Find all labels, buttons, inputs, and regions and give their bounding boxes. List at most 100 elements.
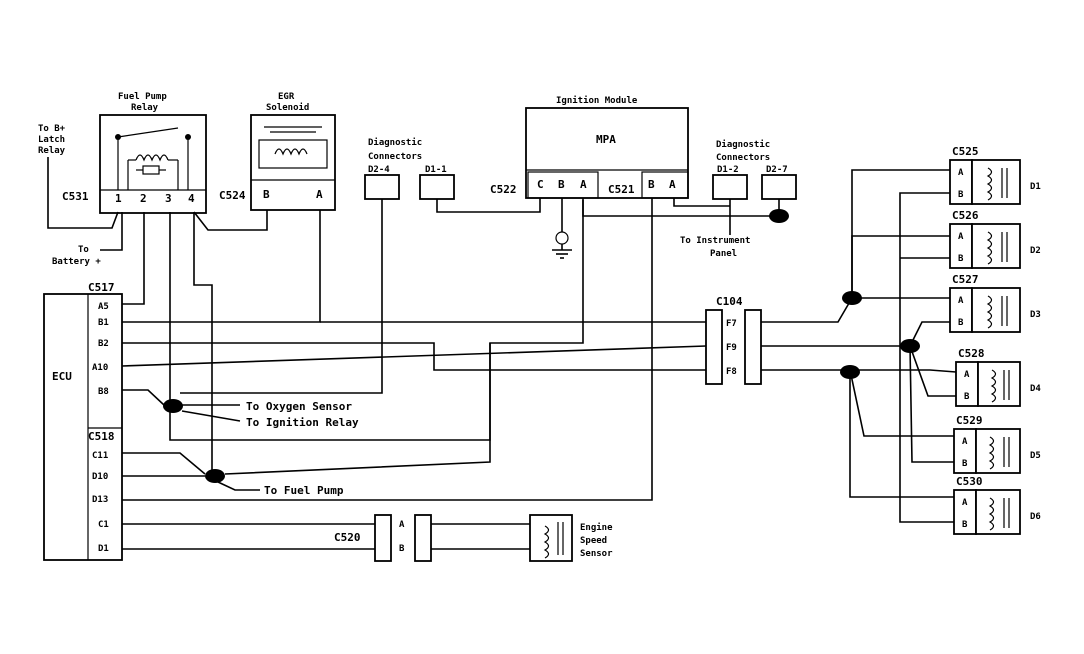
- c104-pin-f9: F9: [726, 343, 737, 353]
- c517-pin-a10: A10: [92, 363, 108, 373]
- injector-d2-label: D2: [1030, 246, 1041, 256]
- engine-speed-sensor: Engine Speed Sensor: [529, 514, 613, 562]
- connector-c521: C521: [608, 183, 635, 196]
- connector-c530: C530: [956, 475, 983, 488]
- d6-pin-b: B: [962, 520, 968, 530]
- c518-pin-c1: C1: [98, 520, 109, 530]
- connector-c518: C518: [88, 430, 115, 443]
- engine-speed-label-2: Speed: [580, 536, 607, 546]
- egr-label-2: Solenoid: [266, 102, 309, 113]
- c518-pin-d13: D13: [92, 495, 108, 505]
- diag2-label-1: Diagnostic: [716, 139, 770, 150]
- c517-pin-b8: B8: [98, 387, 109, 397]
- to-battery-label-2: Battery +: [52, 257, 101, 267]
- d3-pin-a: A: [958, 296, 964, 306]
- injector-d5-label: D5: [1030, 451, 1041, 461]
- c517-pin-a5: A5: [98, 302, 109, 312]
- injector-d3-label: D3: [1030, 310, 1041, 320]
- fuel-pump-relay-label-1: Fuel Pump: [118, 92, 167, 102]
- c520-connector: C520 A B: [334, 514, 432, 562]
- c104-pin-f8: F8: [726, 367, 737, 377]
- egr-pin-a: A: [316, 188, 323, 201]
- c518-pin-d1: D1: [98, 544, 109, 554]
- splices: [163, 209, 920, 483]
- diag-d2-4-connector: [364, 174, 400, 200]
- egr-solenoid: EGR Solenoid C524 B A: [219, 92, 336, 211]
- d6-pin-a: A: [962, 498, 968, 508]
- connector-c524: C524: [219, 189, 246, 202]
- mpa-label: MPA: [596, 133, 616, 146]
- diag1-label-1: Diagnostic: [368, 137, 422, 148]
- diag-pin-d1-2: D1-2: [717, 165, 739, 175]
- egr-pin-b: B: [263, 188, 270, 201]
- c104-pin-f7: F7: [726, 319, 737, 329]
- d5-pin-b: B: [962, 459, 968, 469]
- wires: [121, 169, 957, 550]
- injector-d4-label: D4: [1030, 384, 1041, 394]
- ecu: ECU C517 A5 B1 B2 A10 B8 C518 C11 D10 D1…: [43, 281, 123, 561]
- to-bplus-label-1: To B+: [38, 124, 66, 134]
- d3-pin-b: B: [958, 318, 964, 328]
- c104-connector: C104 F7 F9 F8: [705, 295, 762, 385]
- c518-pin-d10: D10: [92, 472, 108, 482]
- to-battery-label-1: To: [78, 245, 89, 255]
- connector-c529: C529: [956, 414, 983, 427]
- c520-pin-b: B: [399, 544, 405, 554]
- relay-pin-1: 1: [115, 192, 122, 205]
- ignition-module: Ignition Module MPA C522 C B A C521 B A: [490, 95, 689, 199]
- injector-d1: C525 A B D1: [949, 145, 1041, 205]
- c522-pin-a: A: [580, 178, 587, 191]
- injector-d5: C529 A B D5: [953, 414, 1041, 474]
- connector-c527: C527: [952, 273, 979, 286]
- injector-d4: C528 A B D4: [955, 347, 1041, 407]
- injector-d3: C527 A B D3: [949, 273, 1041, 333]
- connector-c522: C522: [490, 183, 517, 196]
- c521-pin-a: A: [669, 178, 676, 191]
- c522-pin-c: C: [537, 178, 544, 191]
- to-fuel-pump-label: To Fuel Pump: [264, 484, 344, 497]
- to-bplus-label-2: Latch: [38, 135, 65, 145]
- to-instrument-label-2: Panel: [710, 249, 737, 259]
- d4-pin-b: B: [964, 392, 970, 402]
- diag-pin-d2-7: D2-7: [766, 165, 788, 175]
- c518-pin-c11: C11: [92, 451, 108, 461]
- connector-c517: C517: [88, 281, 115, 294]
- connector-c531: C531: [62, 190, 89, 203]
- diag-pin-d2-4: D2-4: [368, 165, 390, 175]
- relay-pin-3: 3: [165, 192, 172, 205]
- c521-pin-b: B: [648, 178, 655, 191]
- injector-d6: C530 A B D6: [953, 475, 1041, 535]
- engine-speed-label-1: Engine: [580, 522, 613, 533]
- d5-pin-a: A: [962, 437, 968, 447]
- diag-d1-2-connector: [712, 174, 748, 200]
- diag-d2-7-connector: [761, 174, 797, 200]
- connector-c526: C526: [952, 209, 979, 222]
- ecu-label: ECU: [52, 370, 72, 383]
- connector-c520: C520: [334, 531, 361, 544]
- diag-d1-1-connector: [419, 174, 455, 200]
- relay-pin-2: 2: [140, 192, 147, 205]
- injector-d1-label: D1: [1030, 182, 1041, 192]
- fuel-pump-relay: Fuel Pump Relay C531 1 2 3 4: [62, 92, 207, 214]
- connector-c104: C104: [716, 295, 743, 308]
- engine-speed-label-3: Sensor: [580, 549, 613, 559]
- to-bplus-label-3: Relay: [38, 146, 66, 156]
- fuel-pump-relay-label-2: Relay: [131, 103, 159, 113]
- to-instrument-label-1: To Instrument: [680, 236, 750, 246]
- to-ignition-relay-label: To Ignition Relay: [246, 416, 359, 429]
- injector-d2: C526 A B D2: [949, 209, 1041, 269]
- connector-c525: C525: [952, 145, 979, 158]
- ignition-module-label: Ignition Module: [556, 95, 638, 106]
- connector-c528: C528: [958, 347, 985, 360]
- diag1-label-2: Connectors: [368, 152, 422, 162]
- diag-pin-d1-1: D1-1: [425, 165, 447, 175]
- d1-pin-b: B: [958, 190, 964, 200]
- c517-pin-b1: B1: [98, 318, 109, 328]
- egr-label-1: EGR: [278, 92, 295, 102]
- relay-pin-4: 4: [188, 192, 195, 205]
- to-oxygen-sensor-label: To Oxygen Sensor: [246, 400, 352, 413]
- c522-pin-b: B: [558, 178, 565, 191]
- d1-pin-a: A: [958, 168, 964, 178]
- d2-pin-a: A: [958, 232, 964, 242]
